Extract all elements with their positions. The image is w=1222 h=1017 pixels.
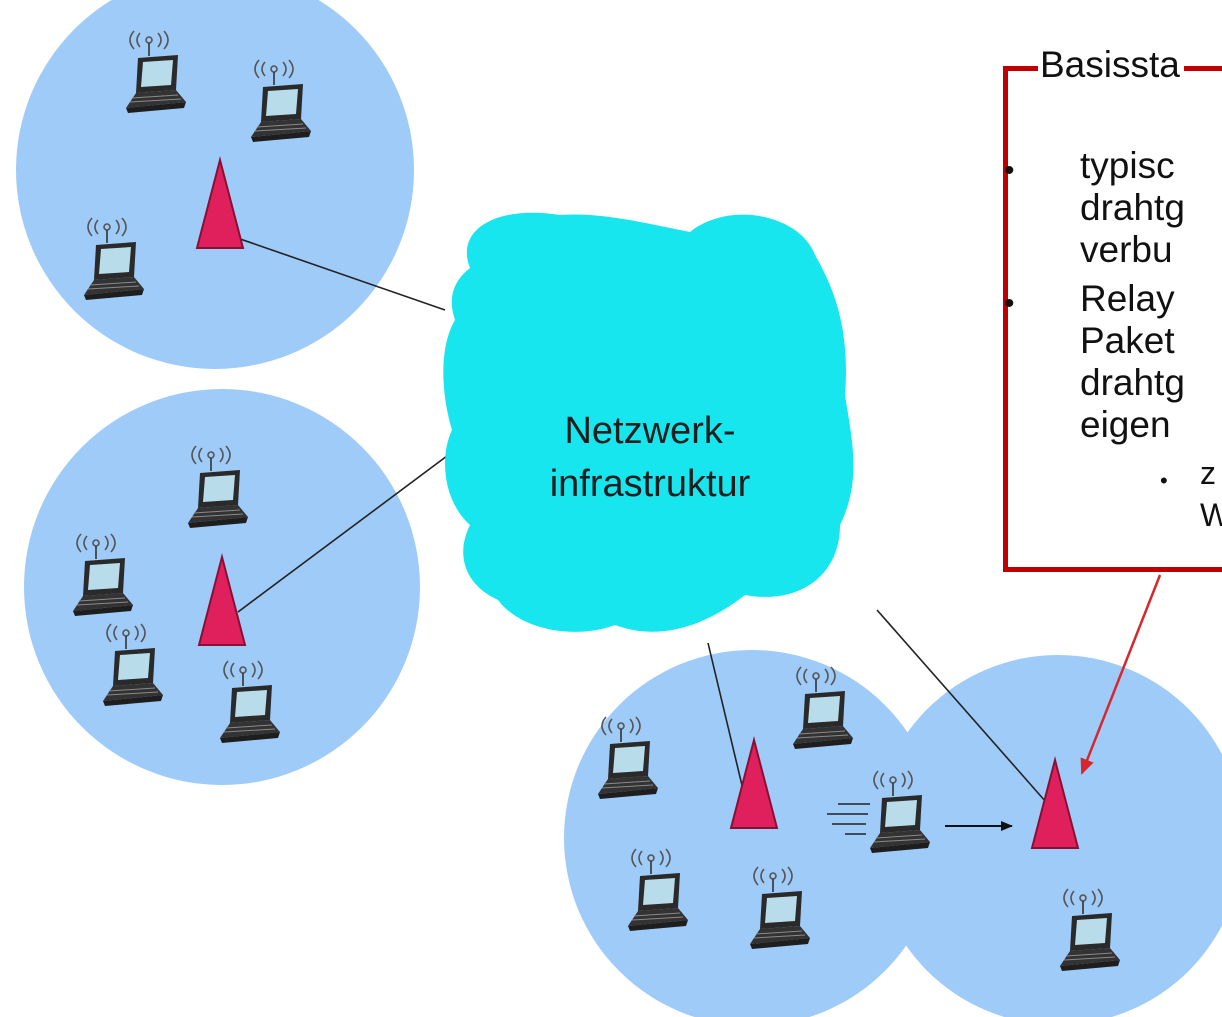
- bullet-1-line-1: typisc: [1080, 145, 1175, 186]
- network-links: [219, 231, 1054, 811]
- bullet-2-line-2: Paket: [1080, 320, 1175, 361]
- callout-title: Basissta: [1038, 42, 1184, 88]
- bullet-2-line-4: eigen: [1080, 404, 1171, 445]
- callout-pointer-arrow: [1080, 574, 1162, 775]
- sub-bullet-line-2: W: [1200, 497, 1222, 533]
- bullet-marker: •: [1004, 287, 1015, 320]
- bullet-marker: •: [1004, 154, 1015, 187]
- bullet-1-line-2: drahtg: [1080, 187, 1185, 228]
- sub-bullet-line-1: z: [1200, 455, 1216, 491]
- cloud-label-line2: infrastruktur: [550, 463, 751, 505]
- cloud-label-line1: Netzwerk-: [564, 410, 735, 452]
- network-infrastructure-cloud: [443, 212, 854, 632]
- sub-bullet-marker: •: [1160, 468, 1168, 493]
- bullet-1-line-3: verbu: [1080, 229, 1173, 270]
- callout-box: [1003, 66, 1222, 572]
- bullet-2-line-3: drahtg: [1080, 362, 1185, 403]
- bullet-2-line-1: Relay: [1080, 278, 1175, 319]
- motion-lines-icon: [827, 803, 870, 835]
